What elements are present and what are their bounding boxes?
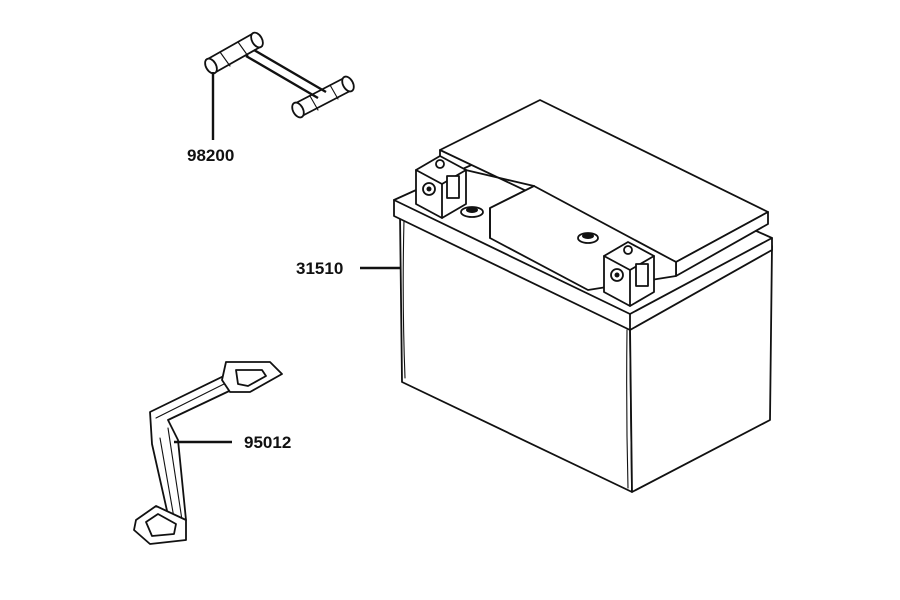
- battery-terminal-right: [603, 241, 655, 307]
- part-number-31510: 31510: [296, 259, 343, 278]
- battery-band-drawing[interactable]: [133, 361, 283, 545]
- battery-terminal-left: [415, 155, 467, 219]
- part-number-95012: 95012: [244, 433, 291, 452]
- part-number-98200: 98200: [187, 146, 234, 165]
- battery-drawing[interactable]: [393, 99, 773, 493]
- fuse-pair-drawing[interactable]: [203, 31, 357, 120]
- fuse-upper: [204, 31, 264, 75]
- fuse-lower: [291, 75, 355, 119]
